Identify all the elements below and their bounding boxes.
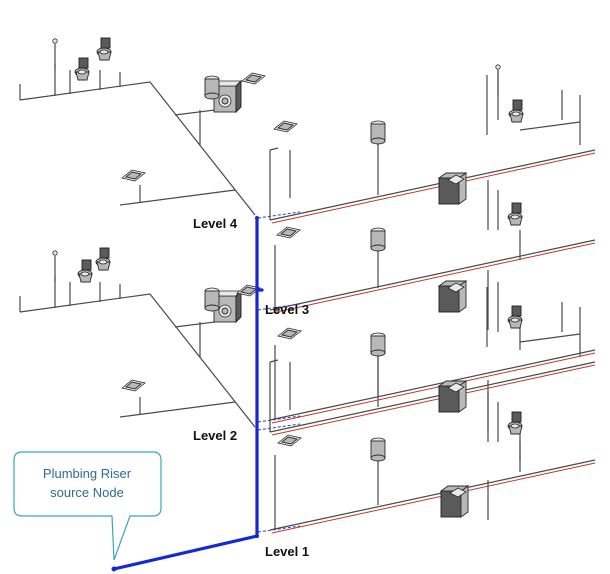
label-level-4: Level 4 — [193, 216, 238, 231]
floor-drain-icon — [273, 120, 298, 133]
label-level-2: Level 2 — [193, 428, 237, 443]
toilet-icon — [508, 99, 524, 123]
right-wing-level-3 — [257, 227, 596, 350]
water-heater-icon — [370, 332, 386, 357]
water-heater-icon — [370, 120, 386, 145]
riser-source-node — [111, 566, 117, 572]
toilet-icon — [96, 37, 112, 61]
water-heater-icon — [204, 287, 220, 312]
toilet-icon — [507, 411, 523, 435]
floor-drain-icon — [277, 327, 302, 340]
floor-drain-icon — [276, 226, 301, 239]
toilet-icon — [507, 305, 523, 329]
water-heater-icon — [204, 75, 220, 100]
sink-cabinet-icon — [438, 172, 467, 205]
floor-drain-icon — [277, 434, 302, 447]
label-level-3: Level 3 — [265, 302, 309, 317]
floor-level-4 — [19, 37, 596, 261]
toilet-icon — [74, 57, 90, 81]
right-wing-level-1 — [257, 437, 596, 534]
toilet-icon — [507, 202, 523, 226]
vent-icon — [52, 38, 58, 71]
right-wing-level-2 — [257, 332, 596, 460]
riser-node — [255, 534, 259, 538]
toilet-icon — [95, 247, 111, 271]
sink-cabinet-icon — [438, 280, 467, 313]
water-heater-icon — [370, 227, 386, 252]
floor-drain-icon — [241, 72, 266, 85]
callout-line-1: Plumbing Riser — [43, 466, 132, 481]
sink-cabinet-icon — [438, 380, 467, 413]
water-heater-icon — [370, 437, 386, 462]
floor-level-2 — [19, 247, 596, 473]
toilet-icon — [77, 259, 93, 283]
floor-drain-icon — [121, 169, 146, 182]
vent-icon — [52, 250, 58, 283]
vent-icon — [495, 64, 501, 97]
label-level-1: Level 1 — [265, 544, 309, 559]
callout-plumbing-riser-source: Plumbing Riser source Node — [13, 451, 162, 561]
riser-node — [255, 216, 259, 220]
sink-cabinet-icon — [440, 485, 469, 518]
floor-drain-icon — [121, 379, 146, 392]
callout-line-2: source Node — [50, 485, 124, 500]
